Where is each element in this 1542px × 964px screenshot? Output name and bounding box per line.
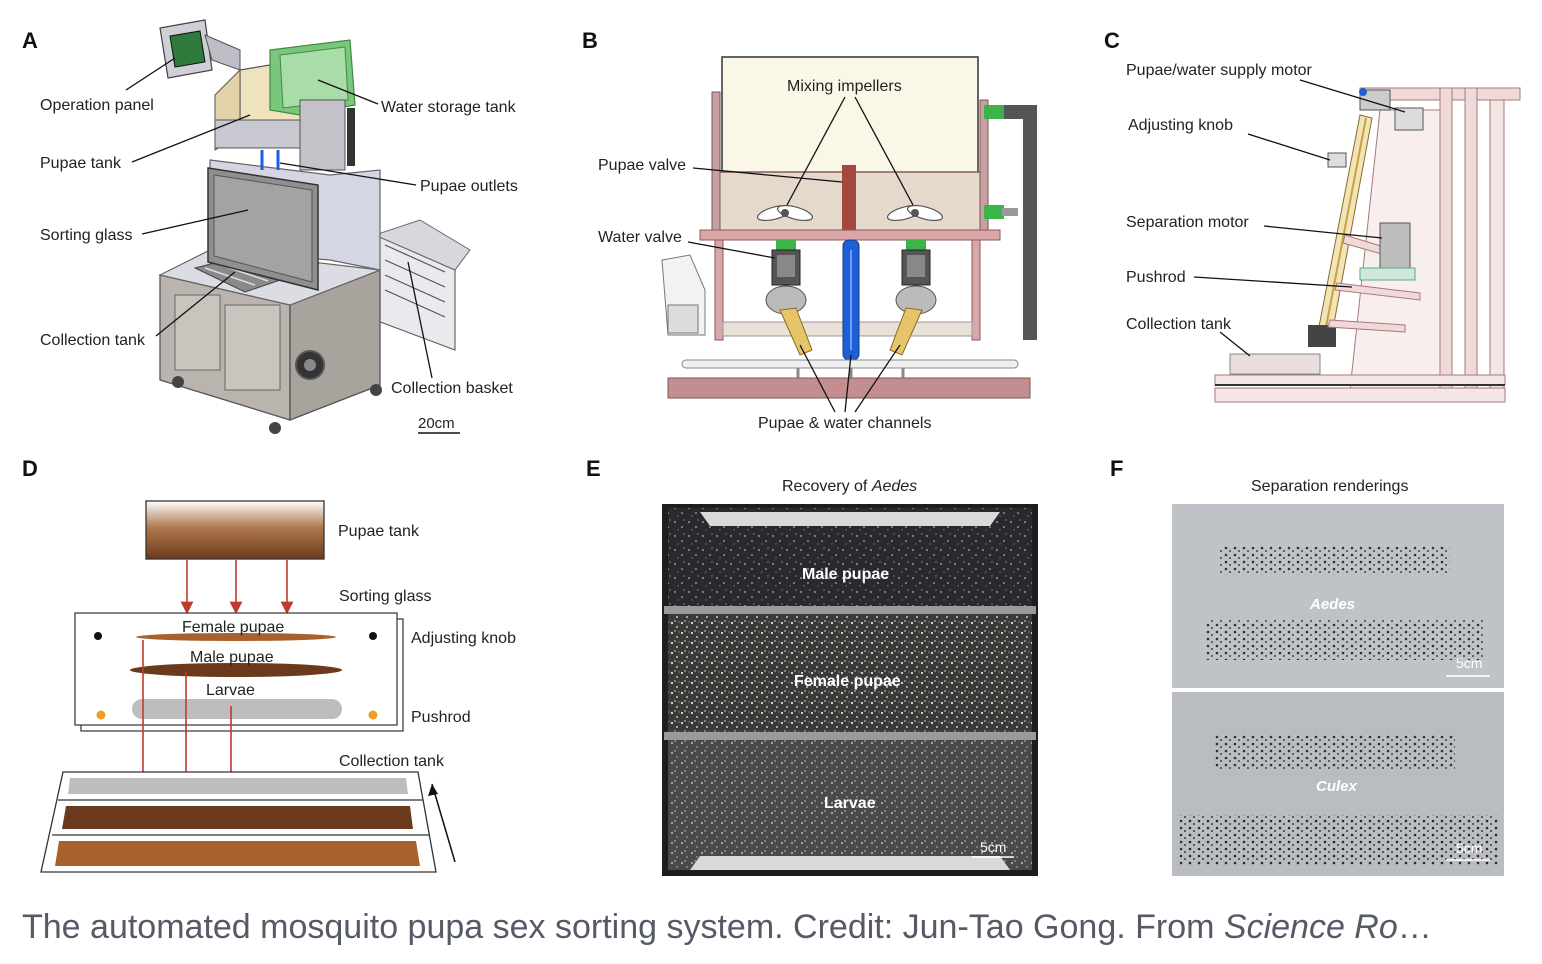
figure-caption: The automated mosquito pupa sex sorting …: [22, 908, 1522, 958]
scale-bar-label-f-bottom: 5cm: [1456, 840, 1482, 856]
figure-canvas: A: [22, 19, 1521, 876]
caption-italic: Science Ro: [1223, 908, 1398, 946]
label-operation-panel: Operation panel: [40, 97, 154, 114]
sorting-machine-drawing: [158, 19, 471, 434]
label-pushrod-c: Pushrod: [1126, 269, 1186, 286]
knob-dot-right: [369, 632, 377, 640]
photo-aedes: [1172, 504, 1504, 688]
panel-c: C: [1104, 28, 1521, 403]
label-larvae-d: Larvae: [206, 682, 255, 699]
tank-direction-arrow: [431, 783, 456, 863]
label-adjusting-knob-c: Adjusting knob: [1128, 117, 1233, 134]
panel-f-title: Separation renderings: [1251, 478, 1408, 495]
panel-letter-f: F: [1110, 456, 1123, 481]
panel-letter-c: C: [1104, 28, 1120, 53]
pushrod-dot-left: [96, 710, 106, 720]
label-supply-motor: Pupae/water supply motor: [1126, 62, 1313, 79]
label-female-pupae-d: Female pupae: [182, 619, 284, 636]
label-female-pupae-e: Female pupae: [794, 673, 901, 690]
panel-f: F Separation renderings Aedes 5cm Culex …: [1110, 456, 1504, 876]
diagram-collection-tank: [40, 771, 437, 873]
side-view-drawing: [1214, 87, 1521, 403]
label-collection-tank-d: Collection tank: [339, 753, 445, 770]
label-male-pupae-d: Male pupae: [190, 649, 274, 666]
scale-bar-label-f-top: 5cm: [1456, 655, 1482, 671]
panel-letter-e: E: [586, 456, 601, 481]
caption-ellipsis: …: [1397, 908, 1432, 946]
diagram-pupae-tank: [145, 500, 325, 560]
scale-bar-label-e: 5cm: [980, 839, 1006, 855]
band-male-pupae: [130, 663, 342, 677]
knob-dot-left: [94, 632, 102, 640]
label-pupae-tank: Pupae tank: [40, 155, 122, 172]
label-aedes: Aedes: [1309, 596, 1355, 613]
panel-e-title: Recovery of Aedes: [782, 478, 917, 495]
label-collection-basket: Collection basket: [391, 380, 513, 397]
photo-culex: [1172, 692, 1504, 876]
band-larvae: [132, 699, 342, 719]
label-pushrod-d: Pushrod: [411, 709, 471, 726]
flow-arrows-top: [180, 560, 294, 615]
label-mixing-impellers: Mixing impellers: [787, 78, 902, 95]
panel-e: E Recovery of Aedes Male pupae Female pu…: [586, 456, 1038, 876]
label-sorting-glass: Sorting glass: [40, 227, 133, 244]
panel-d: D Pupae tank Sorting glass Female pupae …: [22, 456, 516, 873]
label-culex: Culex: [1316, 778, 1358, 795]
photo-recovery-trays: [662, 504, 1038, 876]
panel-letter-d: D: [22, 456, 38, 481]
panel-a: A: [22, 19, 518, 434]
label-larvae-e: Larvae: [824, 795, 876, 812]
panel-letter-a: A: [22, 28, 38, 53]
tank-direction-arrowhead: [428, 784, 438, 796]
label-male-pupae-e: Male pupae: [802, 566, 889, 583]
label-pupae-outlets: Pupae outlets: [420, 178, 518, 195]
scale-bar-label-a: 20cm: [418, 415, 455, 432]
label-adjusting-knob-d: Adjusting knob: [411, 630, 516, 647]
label-pupae-water-channels: Pupae & water channels: [758, 415, 931, 432]
label-separation-motor: Separation motor: [1126, 214, 1249, 231]
label-pupae-valve: Pupae valve: [598, 157, 686, 174]
mixing-tank-drawing: [661, 56, 1037, 399]
label-collection-tank: Collection tank: [40, 332, 146, 349]
label-water-valve: Water valve: [598, 229, 682, 246]
panel-letter-b: B: [582, 28, 598, 53]
panel-b: B: [582, 28, 1037, 432]
pushrod-dot-right: [368, 710, 378, 720]
caption-text: The automated mosquito pupa sex sorting …: [22, 908, 1224, 946]
band-female-pupae: [136, 633, 336, 641]
label-water-storage-tank: Water storage tank: [381, 99, 517, 116]
label-collection-tank-c: Collection tank: [1126, 316, 1232, 333]
label-pupae-tank-d: Pupae tank: [338, 523, 420, 540]
label-sorting-glass-d: Sorting glass: [339, 588, 432, 605]
